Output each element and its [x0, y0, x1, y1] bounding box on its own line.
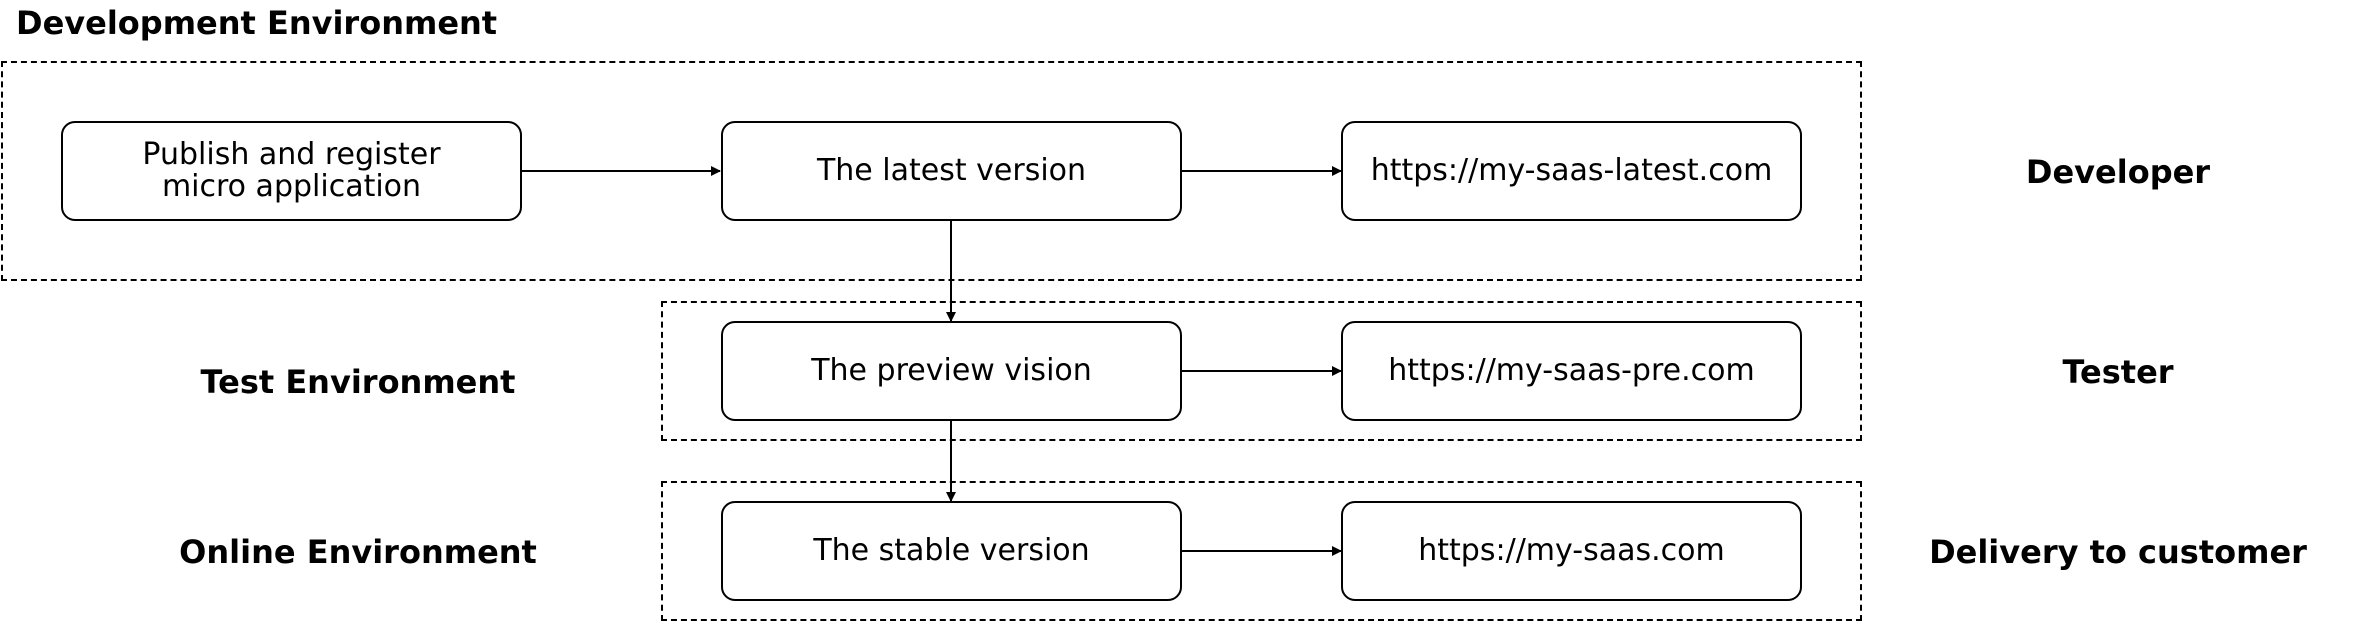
- online-environment-group: [661, 481, 1862, 621]
- online-environment-label: Online Environment: [179, 533, 537, 571]
- stable-url-node: https://my-saas.com: [1341, 501, 1802, 601]
- latest-url-node: https://my-saas-latest.com: [1341, 121, 1802, 221]
- test-environment-label: Test Environment: [200, 363, 516, 401]
- tester-role-label: Tester: [2062, 353, 2174, 391]
- preview-url-node: https://my-saas-pre.com: [1341, 321, 1802, 421]
- preview-version-node: The preview vision: [721, 321, 1182, 421]
- stable-version-node: The stable version: [721, 501, 1182, 601]
- development-environment-group: [1, 61, 1862, 281]
- customer-role-label: Delivery to customer: [1929, 533, 2307, 571]
- latest-version-node: The latest version: [721, 121, 1182, 221]
- test-environment-group: [661, 301, 1862, 441]
- publish-register-node: Publish and register micro application: [61, 121, 522, 221]
- developer-role-label: Developer: [2025, 153, 2211, 191]
- development-environment-label: Development Environment: [16, 4, 498, 42]
